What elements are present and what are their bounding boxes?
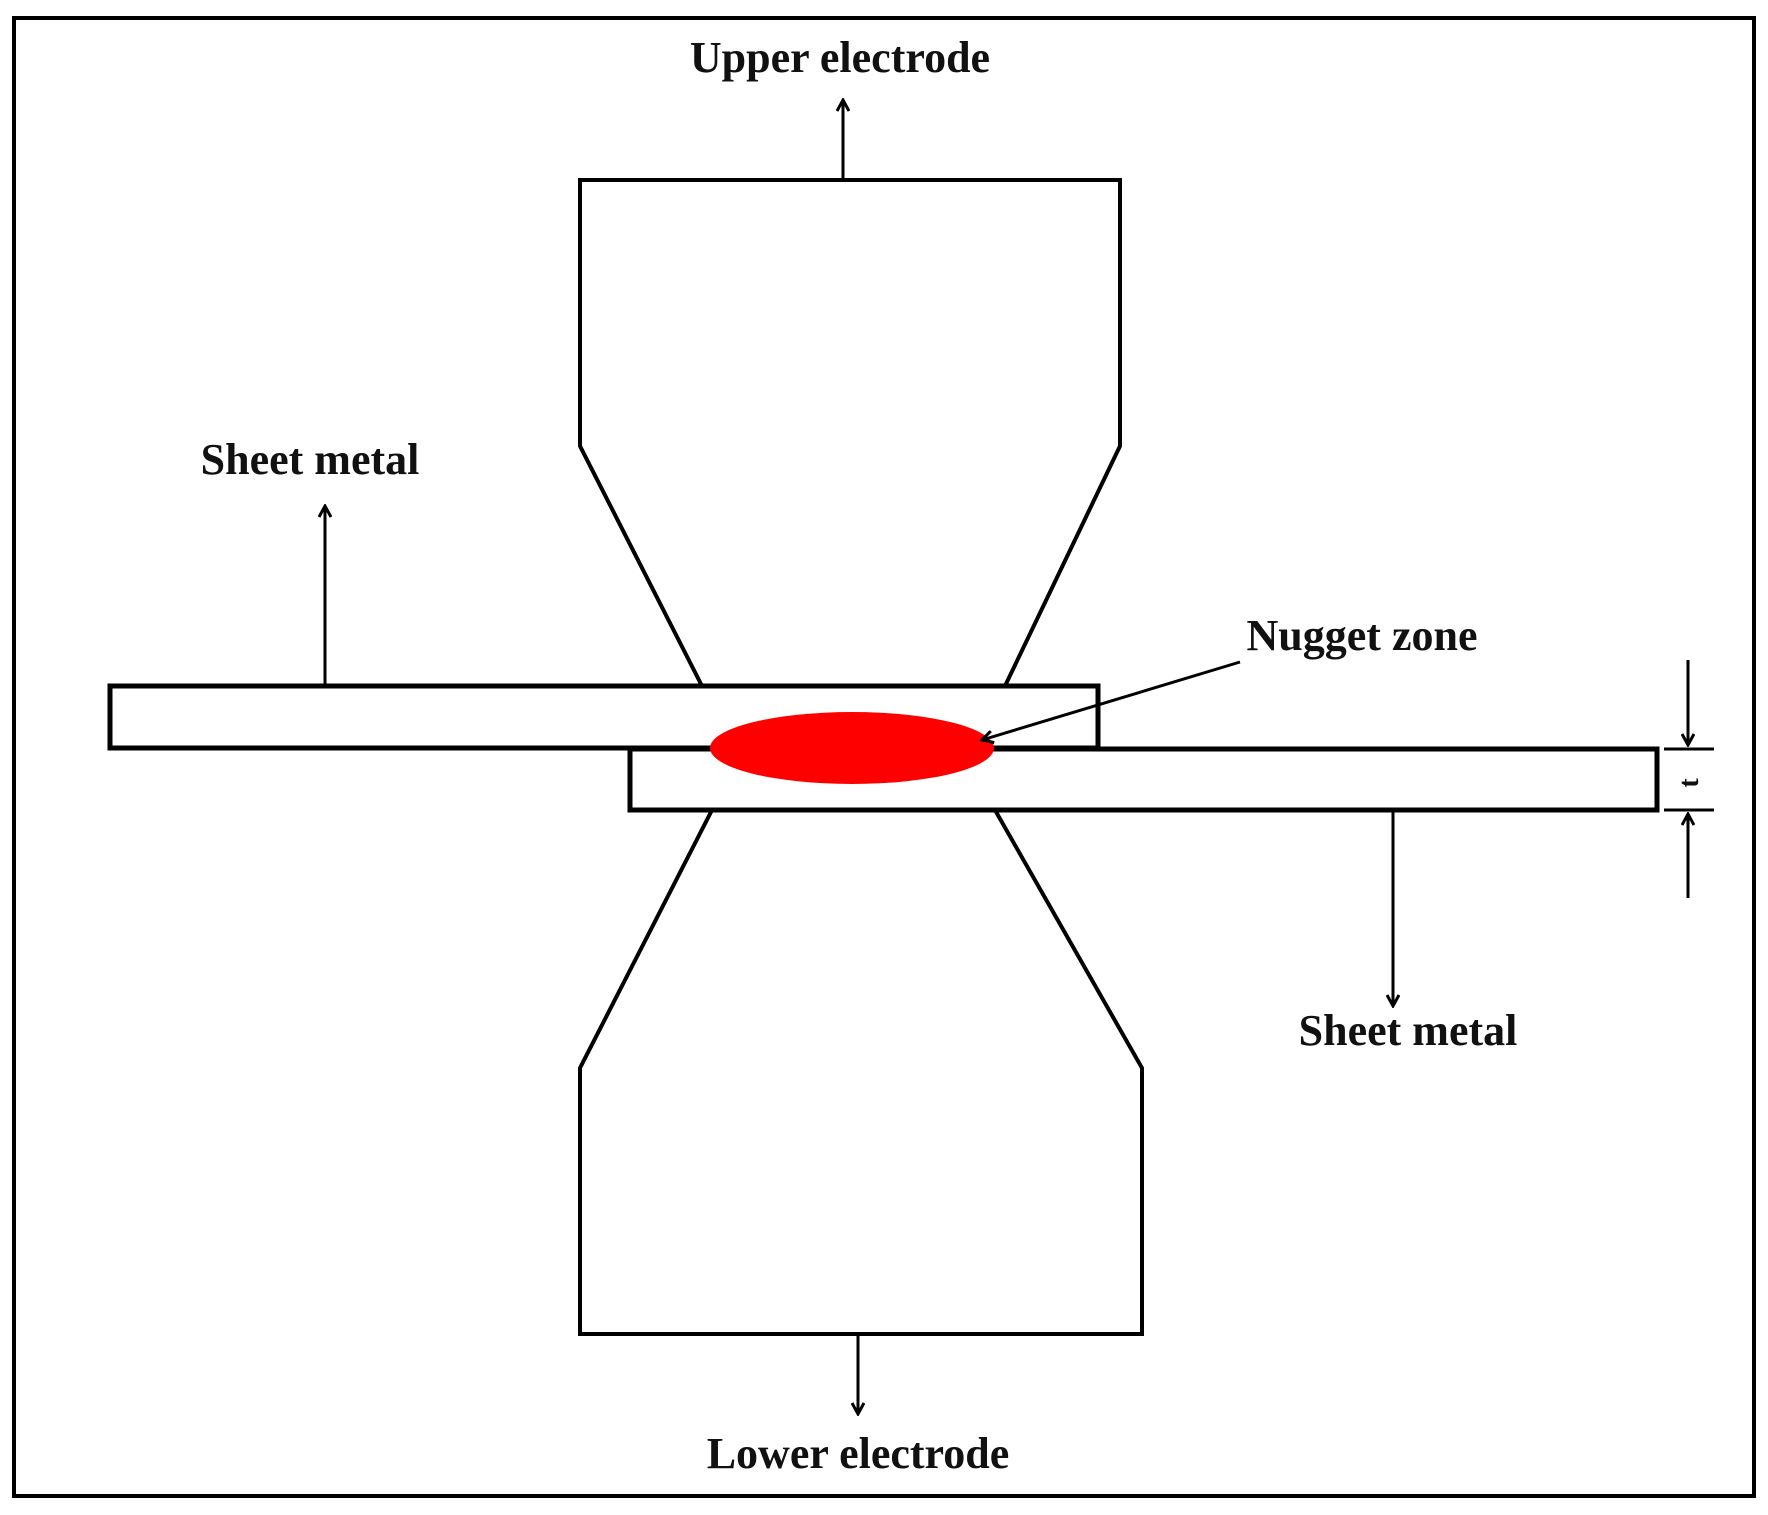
nugget-zone-pointer — [982, 660, 1241, 740]
nugget-zone-label: Nugget zone — [1247, 611, 1478, 660]
figure-frame — [12, 16, 1756, 1498]
thickness-label: t — [1674, 778, 1705, 788]
sheet-metal-top-label: Sheet metal — [201, 435, 420, 484]
upper-electrode-label: Upper electrode — [690, 33, 990, 82]
lower-electrode-label: Lower electrode — [707, 1429, 1010, 1478]
upper-electrode-shape — [578, 178, 1122, 688]
nugget-zone-shape — [710, 712, 994, 784]
sheet-metal-bottom-label: Sheet metal — [1299, 1006, 1518, 1055]
lower-electrode-shape — [578, 808, 1144, 1336]
